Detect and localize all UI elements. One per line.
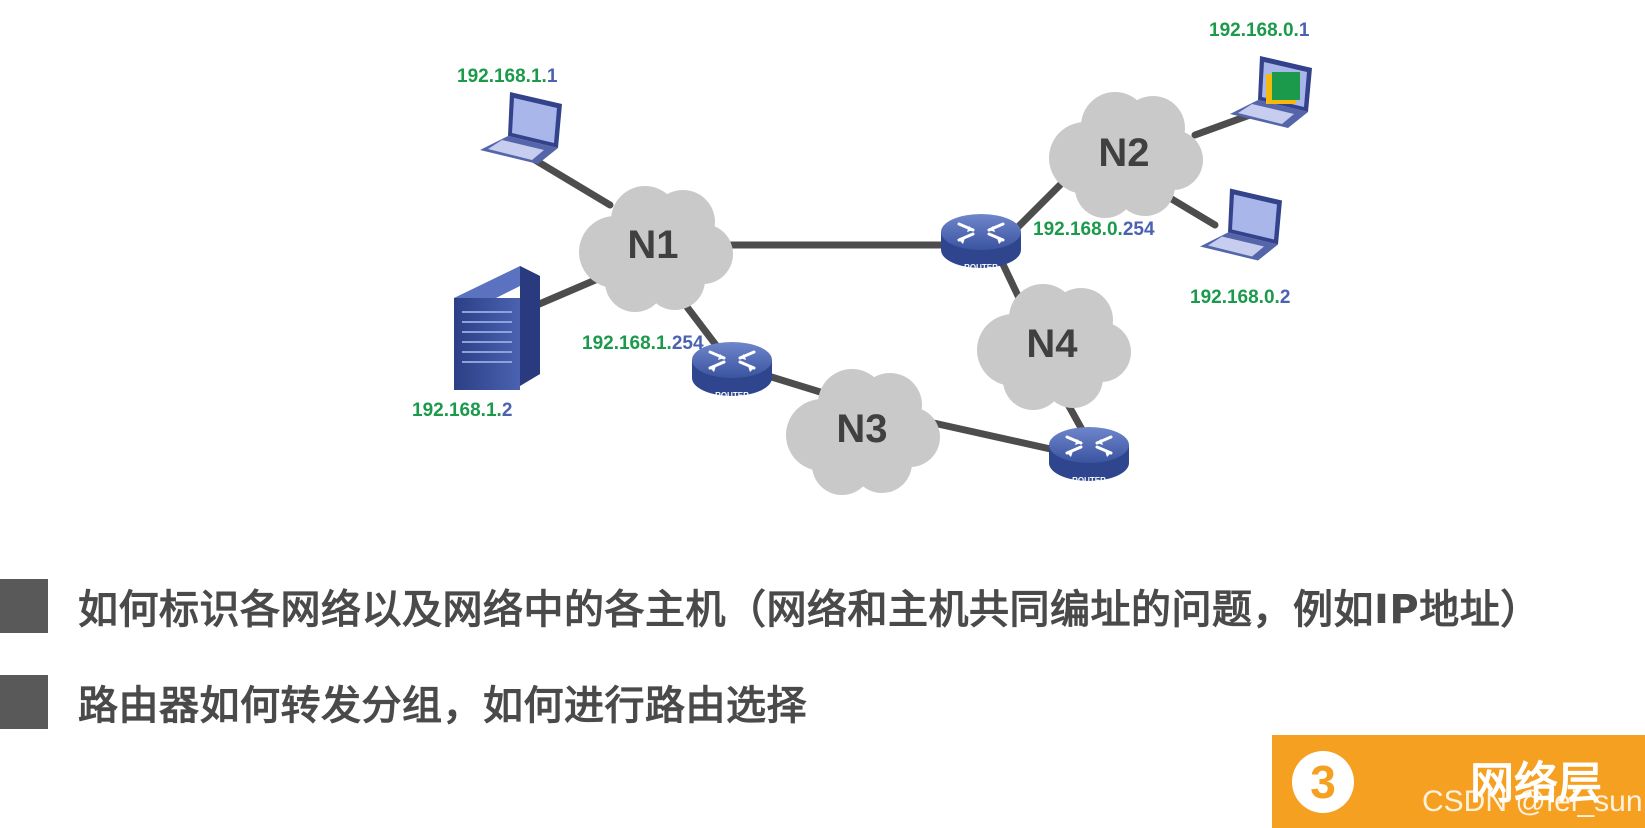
network-label-n1: N1 [627,223,678,267]
bullet-marker [0,579,48,633]
router-caption: ROUTER [1072,476,1106,485]
ip-label-host-192-168-1-1: 192.168.1.1 [457,66,558,87]
ip-label-router-192-168-0-254: 192.168.0.254 [1033,219,1155,240]
section-number: 3 [1292,751,1354,813]
bullet-text: 路由器如何转发分组，如何进行路由选择 [78,683,807,729]
bullet-text: 如何标识各网络以及网络中的各主机（网络和主机共同编址的问题，例如IP地址） [78,587,1541,633]
network-label-n3: N3 [836,407,887,451]
highlight-marker-green [1272,72,1300,100]
ip-label-host-192-168-0-1: 192.168.0.1 [1209,20,1310,41]
laptop-icon[interactable] [480,92,562,164]
bullet-item: 如何标识各网络以及网络中的各主机（网络和主机共同编址的问题，例如IP地址） [0,578,1541,634]
router-caption: ROUTER [715,391,749,400]
network-label-n4: N4 [1026,322,1078,366]
router-icon[interactable]: ROUTER [1047,425,1131,485]
section-title: 网络层 [1470,758,1602,809]
server-icon[interactable] [454,266,540,390]
section-badge: 3 网络层 [1272,735,1645,828]
router-caption: ROUTER [964,263,998,272]
network-label-n2: N2 [1098,131,1149,175]
router-icon[interactable]: ROUTER [690,340,774,400]
bullet-item: 路由器如何转发分组，如何进行路由选择 [0,674,807,730]
network-diagram: N1 N2 N3 N4 ROUTER ROUTER ROUTER 192.168… [412,20,1312,495]
ip-label-router-192-168-1-254: 192.168.1.254 [582,333,704,354]
ip-label-host-192-168-1-2: 192.168.1.2 [412,400,512,421]
bullet-marker [0,675,48,729]
router-icon[interactable]: ROUTER [939,212,1023,272]
watermark: CSDN @fei_sun [1422,785,1643,818]
ip-label-host-192-168-0-2: 192.168.0.2 [1190,287,1290,308]
